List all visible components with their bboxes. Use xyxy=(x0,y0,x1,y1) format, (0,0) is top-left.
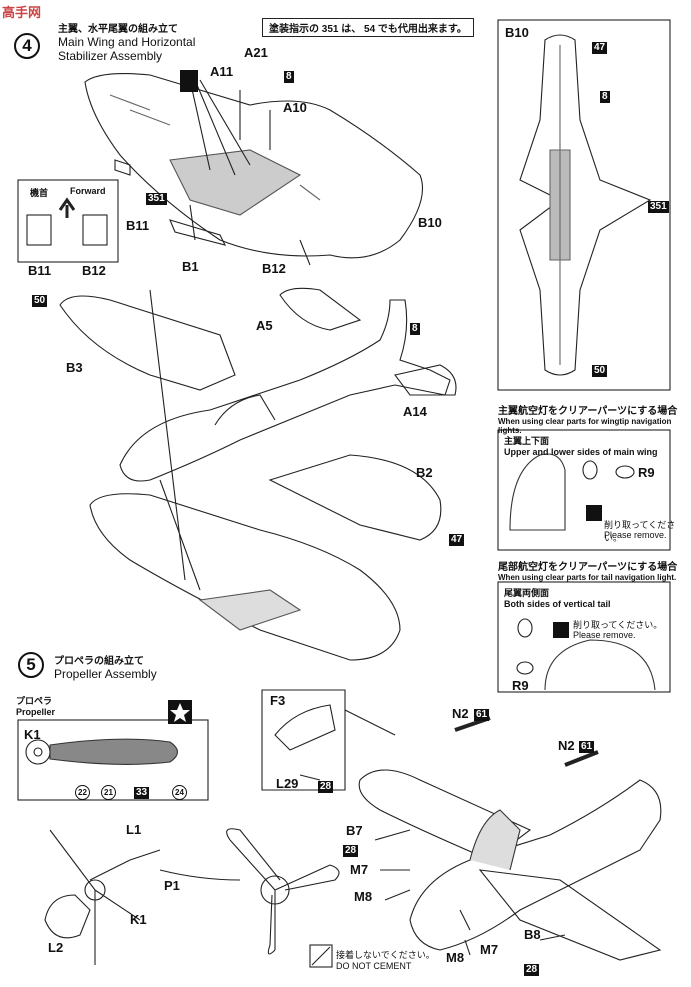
part-label-b2: B2 xyxy=(416,465,433,480)
paint-code-61-b: 61 xyxy=(579,741,595,753)
step-5-title: プロペラの組み立て Propeller Assembly xyxy=(54,652,157,681)
do-not-cement-note: 接着しないでください。 DO NOT CEMENT xyxy=(336,948,435,971)
wingtip-title-en: When using clear parts for wingtip navig… xyxy=(498,417,672,435)
cement-jp: 接着しないでください。 xyxy=(336,950,435,960)
tail-part-r9: R9 xyxy=(512,678,529,693)
part-label-l2: L2 xyxy=(48,940,64,955)
paint-code-8-fuselage: 8 xyxy=(410,323,420,335)
part-label-n2: N2 xyxy=(452,706,469,721)
paint-code-8: 8 xyxy=(284,71,294,83)
paint-square-33: 33 xyxy=(134,787,150,799)
wingtip-part-r9: R9 xyxy=(638,465,655,480)
tail-title-jp: 尾部航空灯をクリアーパーツにする場合 xyxy=(498,562,678,573)
orient-label-b12: B12 xyxy=(82,263,106,278)
tail-remove-en: Please remove. xyxy=(573,630,636,640)
part-label-a10: A10 xyxy=(283,100,307,115)
watermark-logo: 高手网 xyxy=(2,5,42,20)
b10-box-label: B10 xyxy=(505,25,529,40)
propeller-heading: プロペラ Propeller xyxy=(16,694,55,717)
part-label-a5: A5 xyxy=(256,318,273,333)
wingtip-remove-en: Please remove. xyxy=(604,530,667,540)
part-label-m8-b: M8 xyxy=(446,950,465,965)
step-4-number: 4 xyxy=(14,33,40,59)
paint-circle-21: 21 xyxy=(101,782,116,800)
part-label-b11: B11 xyxy=(126,218,150,233)
part-label-m7-b: M7 xyxy=(480,942,499,957)
step-4-title: 主翼、水平尾翼の組み立て Main Wing and Horizontal St… xyxy=(58,20,195,63)
tail-title-en: When using clear parts for tail navigati… xyxy=(498,573,677,582)
paint-code-47-top: 47 xyxy=(592,42,608,54)
step-5-number: 5 xyxy=(18,652,44,678)
paint-circle-22: 22 xyxy=(75,782,90,800)
paint-code-50-b10: 50 xyxy=(592,365,608,377)
paint-code-50: 50 xyxy=(32,295,48,307)
part-label-b12: B12 xyxy=(262,261,286,276)
part-label-a14: A14 xyxy=(403,404,427,419)
wingtip-title: 主翼航空灯をクリアーパーツにする場合 When using clear part… xyxy=(498,402,678,435)
part-label-b3: B3 xyxy=(66,360,83,375)
paint-code-28-b7: 28 xyxy=(343,845,359,857)
part-label-k1: K1 xyxy=(130,912,147,927)
cement-en: DO NOT CEMENT xyxy=(336,961,412,971)
wingtip-subtitle: 主翼上下面 Upper and lower sides of main wing xyxy=(504,434,658,457)
tail-title: 尾部航空灯をクリアーパーツにする場合 When using clear part… xyxy=(498,558,688,582)
propeller-jp: プロペラ xyxy=(16,696,53,706)
paint-code-47: 47 xyxy=(449,534,465,546)
part-label-b1: B1 xyxy=(182,259,199,274)
tail-sub-en: Both sides of vertical tail xyxy=(504,599,611,609)
orient-jp: 機首 xyxy=(30,188,49,198)
part-label-b8: B8 xyxy=(524,927,541,942)
step-4-title-en-1: Main Wing and Horizontal xyxy=(58,35,196,49)
orient-label-b11: B11 xyxy=(28,263,52,278)
part-label-a21: A21 xyxy=(244,45,268,60)
part-label-n2-b: N2 xyxy=(558,738,575,753)
part-label-b7: B7 xyxy=(346,823,363,838)
paint-substitution-note: 塗装指示の 351 は、 54 でも代用出来ます。 xyxy=(262,18,474,37)
part-label-b10: B10 xyxy=(418,215,442,230)
orient-en: Forward xyxy=(70,186,106,196)
part-label-m7: M7 xyxy=(350,862,369,877)
part-label-l1: L1 xyxy=(126,822,142,837)
step-4-title-en-2: Stabilizer Assembly xyxy=(58,49,163,63)
part-label-l29: L29 xyxy=(276,776,299,791)
prop-box-k1: K1 xyxy=(24,727,41,742)
step-5-title-jp: プロペラの組み立て xyxy=(54,656,144,667)
part-label-a11: A11 xyxy=(210,64,234,79)
paint-circle-24: 24 xyxy=(172,782,187,800)
wingtip-sub-jp: 主翼上下面 xyxy=(504,436,550,446)
propeller-en: Propeller xyxy=(16,707,56,717)
step-5-title-en: Propeller Assembly xyxy=(54,667,157,681)
part-label-p1: P1 xyxy=(164,878,180,893)
paint-code-28-b8: 28 xyxy=(524,964,540,976)
paint-code-351-b10: 351 xyxy=(648,201,669,213)
step-4-title-jp: 主翼、水平尾翼の組み立て xyxy=(58,24,178,35)
tail-subtitle: 尾翼両側面 Both sides of vertical tail xyxy=(504,586,611,609)
wingtip-sub-en: Upper and lower sides of main wing xyxy=(504,447,658,457)
wingtip-title-jp: 主翼航空灯をクリアーパーツにする場合 xyxy=(498,406,678,417)
tail-sub-jp: 尾翼両側面 xyxy=(504,588,550,598)
tail-remove-jp: 削り取ってください。 xyxy=(573,620,663,630)
part-label-m8: M8 xyxy=(354,889,373,904)
paint-code-28-l29: 28 xyxy=(318,781,334,793)
part-label-f3: F3 xyxy=(270,693,286,708)
paint-code-61: 61 xyxy=(474,709,490,721)
wingtip-remove-jp: 削り取ってください。 xyxy=(604,520,676,543)
paint-code-351: 351 xyxy=(146,193,167,205)
paint-code-8-b10: 8 xyxy=(600,91,610,103)
